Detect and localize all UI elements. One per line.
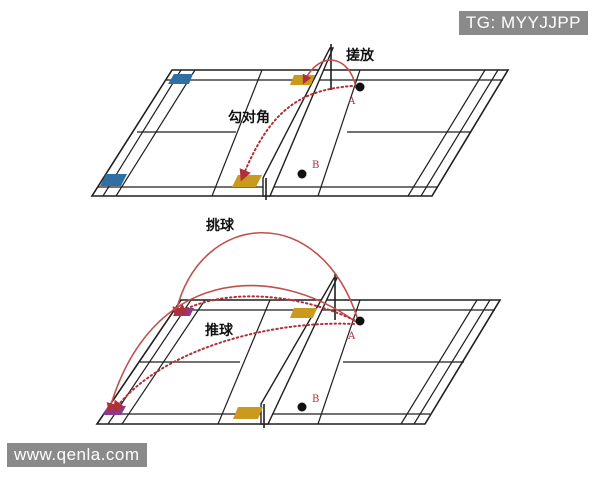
bottom-player-a-label: A (347, 331, 356, 342)
bottom-lift-trajectory (172, 232, 359, 321)
top-player-b-label: B (312, 160, 319, 171)
bottom-target-gold-back (290, 308, 317, 318)
bottom-push-trajectory-2 (112, 322, 355, 413)
bottom-court-outline (95, 299, 502, 425)
top-cross-trajectory (239, 85, 353, 182)
bottom-label-lift: 挑球 (206, 217, 235, 234)
bottom-label-push: 推球 (205, 322, 234, 339)
top-player-a (355, 82, 365, 92)
bottom-push-trajectory (174, 295, 355, 321)
top-corner-marker-back (168, 74, 193, 84)
top-player-a-label: A (347, 96, 356, 107)
bottom-player-a (355, 316, 365, 326)
top-court: A B 搓放 勾对角 (90, 44, 510, 200)
top-label-cross: 勾对角 (228, 109, 270, 126)
top-target-front (232, 175, 262, 187)
top-label-net-drop: 搓放 (346, 47, 375, 64)
top-net-drop-trajectory (302, 59, 357, 89)
bottom-player-b (297, 402, 307, 412)
top-target-back (290, 75, 315, 85)
top-player-b (297, 169, 307, 179)
watermark-top: TG: MYYJJPP (458, 11, 588, 35)
top-corner-marker-front (100, 174, 127, 186)
top-court-outline (90, 69, 510, 197)
bottom-player-b-label: B (312, 394, 319, 405)
bottom-court: A B 挑球 推球 (95, 217, 502, 428)
watermark-bottom: www.qenla.com (7, 443, 147, 467)
bottom-target-gold-front (233, 407, 263, 419)
bottom-lift-trajectory-2 (106, 284, 357, 413)
